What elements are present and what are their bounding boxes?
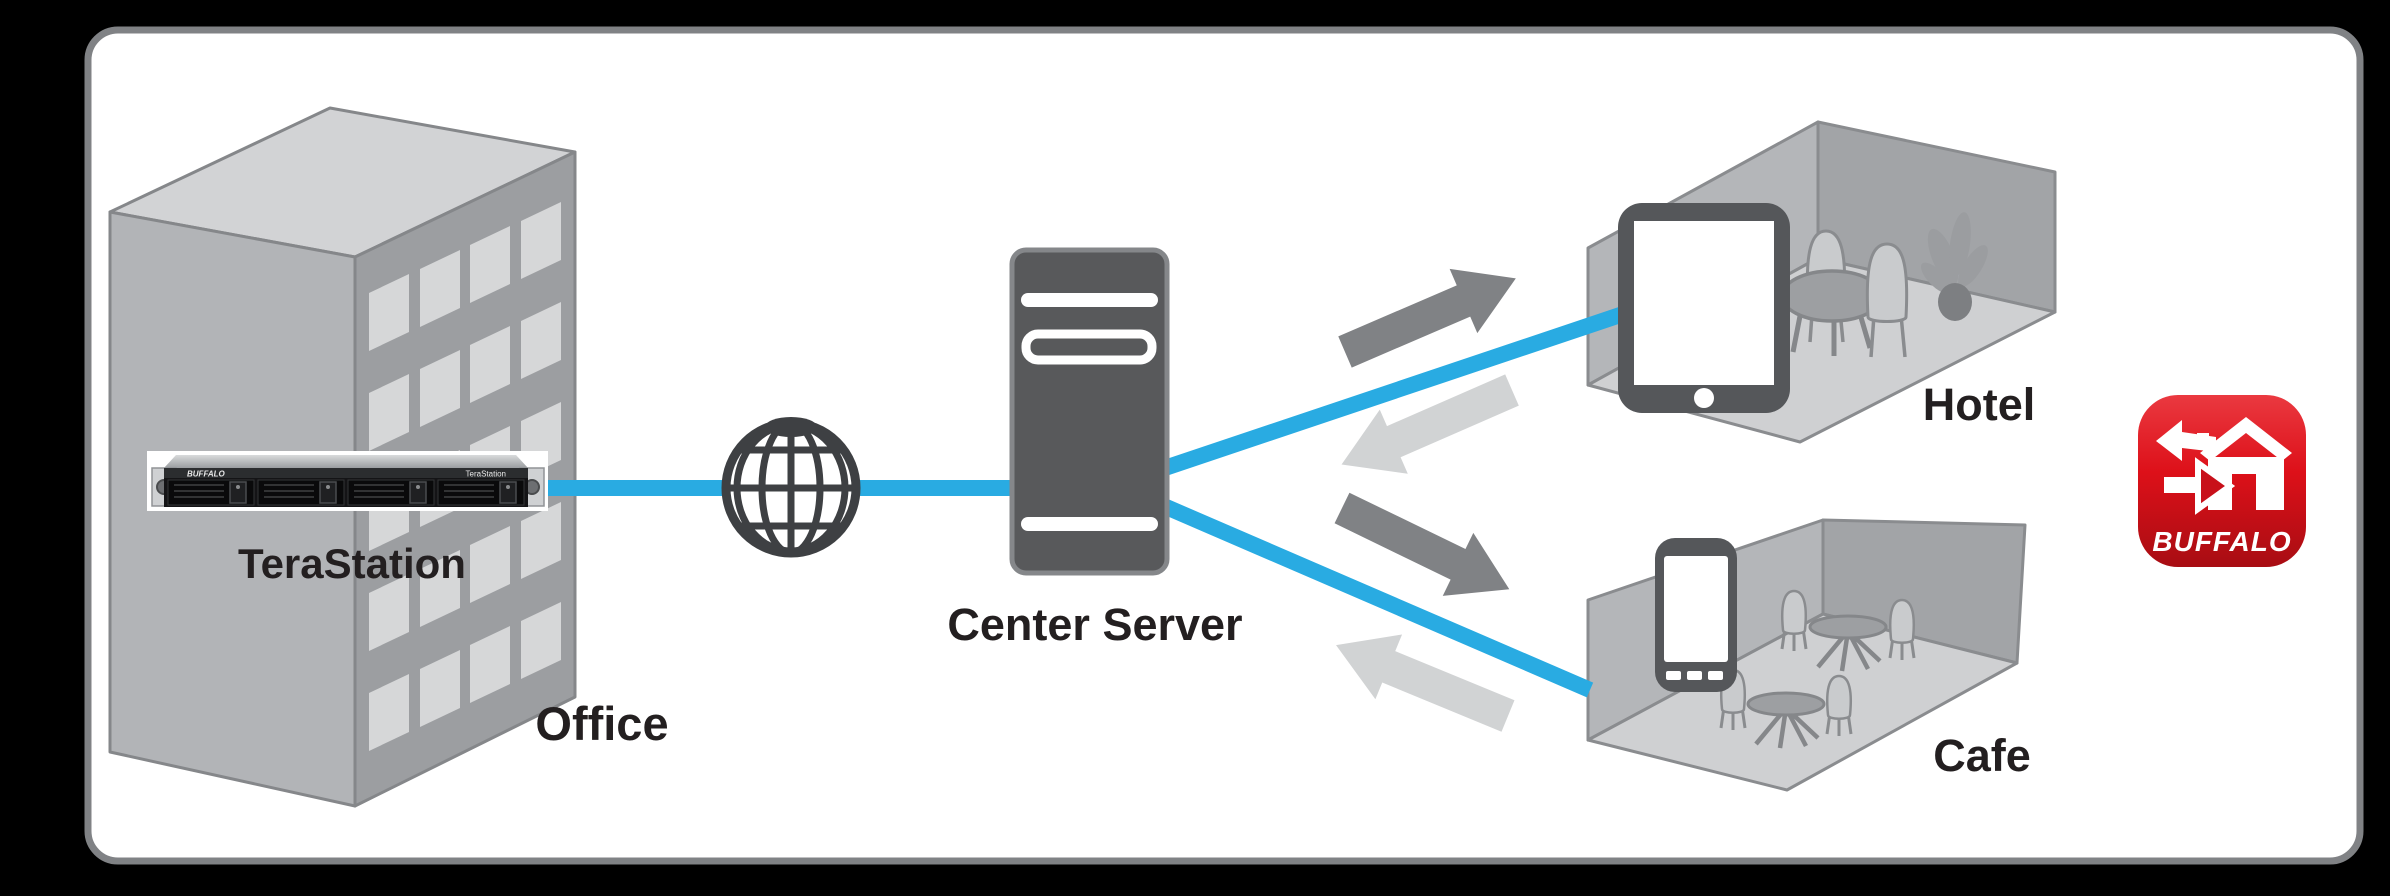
arrow-right-head	[2195, 457, 2236, 515]
phone-button	[1666, 671, 1681, 680]
phone-button	[1708, 671, 1723, 680]
server-drive-slot	[1021, 329, 1157, 365]
server-vent-stripe-top	[1021, 293, 1158, 307]
terastation-chassis-top	[164, 455, 528, 468]
internet-globe-icon	[721, 417, 861, 558]
smartphone-icon	[1655, 538, 1737, 692]
tablet-icon	[1618, 203, 1790, 413]
arrow-right-shaft	[2164, 477, 2202, 493]
center-server-label: Center Server	[947, 599, 1242, 650]
server-vent-stripe-bottom	[1021, 517, 1158, 531]
cafe-label: Cafe	[1933, 730, 2031, 781]
arrow-left-icon	[2156, 420, 2216, 461]
hotel-link-line	[1147, 301, 1641, 481]
buffalo-app-icon: BUFFALO	[2138, 395, 2306, 567]
plant-icon	[1920, 212, 1988, 321]
phone-button	[1687, 671, 1702, 680]
hotel-furniture	[1780, 212, 1988, 358]
buffalo-logo-text: BUFFALO	[2152, 526, 2291, 557]
drive-bays	[167, 479, 525, 506]
hotel-label: Hotel	[1923, 379, 2036, 430]
tablet-home-button	[1694, 388, 1714, 408]
terastation-device: BUFFALO TeraStation	[147, 451, 548, 511]
hotel-chair-front	[1865, 242, 1909, 358]
house-sync-icon	[2156, 417, 2292, 515]
terastation-label: TeraStation	[238, 540, 466, 587]
nas-brand-text: BUFFALO	[187, 470, 226, 479]
center-server-tower	[1009, 247, 1170, 576]
office-label: Office	[535, 697, 668, 750]
cafe-link-line	[1146, 492, 1594, 698]
nas-model-text: TeraStation	[466, 470, 506, 479]
